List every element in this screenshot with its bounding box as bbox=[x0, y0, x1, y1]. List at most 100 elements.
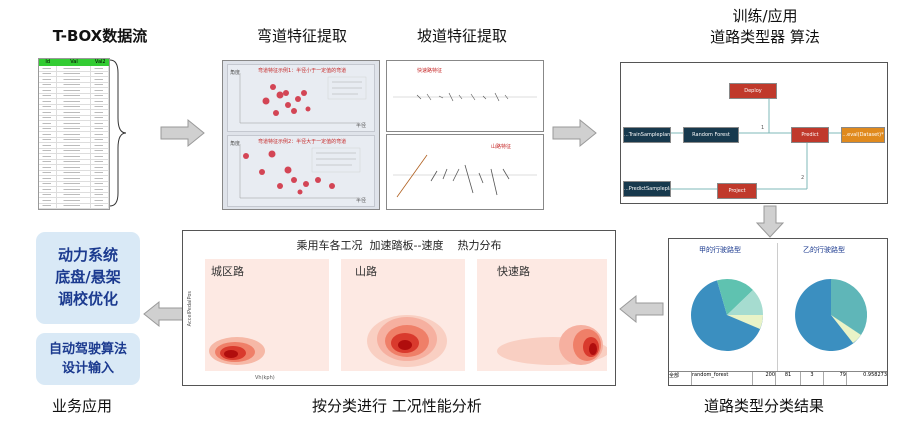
curve-top-plot: 弯道特征示例1：半径小于一定值的弯道 角度 半径 bbox=[227, 64, 375, 132]
node-project-label: Project bbox=[728, 188, 746, 194]
node-deploy[interactable]: Deploy bbox=[729, 83, 777, 99]
tbox-table-row bbox=[39, 77, 109, 83]
tbox-table-row bbox=[39, 209, 109, 210]
tbox-table-row bbox=[39, 148, 109, 154]
tbox-table-row bbox=[39, 71, 109, 77]
result-footer-cell: random_forest bbox=[692, 372, 753, 385]
curve-bottom-scatter bbox=[239, 144, 361, 199]
node-project[interactable]: Project bbox=[717, 183, 757, 199]
slope-top-label: 快速路特征 bbox=[417, 68, 443, 74]
result-footer-cell: 81 bbox=[776, 372, 801, 385]
slope-top-plot bbox=[393, 92, 537, 102]
slope-bottom-panel: 山路特征 bbox=[386, 134, 544, 210]
node-train-source-label: ...TrainSampleplan)* bbox=[624, 132, 670, 138]
app-box1-line1: 动力系统 bbox=[57, 246, 118, 264]
curve-title: 弯道特征提取 bbox=[256, 27, 347, 45]
node-predict-source[interactable]: ...PredictSampleplan)* bbox=[623, 181, 671, 197]
curve-feature-panel: 弯道特征示例1：半径小于一定值的弯道 角度 半径 弯道特征示例2：半径大于一定值… bbox=[222, 60, 380, 210]
node-train-source[interactable]: ...TrainSampleplan)* bbox=[623, 127, 671, 143]
arrow-right-icon bbox=[160, 118, 205, 148]
result-divider bbox=[777, 243, 778, 371]
heatmap-y-label: AccelPedalPos bbox=[187, 291, 193, 327]
slope-bottom-plot bbox=[393, 154, 537, 198]
tbox-table-row bbox=[39, 187, 109, 193]
heatmap-mountain-blobs bbox=[367, 315, 447, 367]
tbox-table-row bbox=[39, 115, 109, 121]
app-box2-line1: 自动驾驶算法 bbox=[48, 342, 127, 357]
edge-label-1: 1 bbox=[761, 125, 765, 131]
edge-label-2: 2 bbox=[801, 175, 805, 181]
curve-bottom-y-label: 角度 bbox=[230, 141, 241, 147]
tbox-table-row bbox=[39, 132, 109, 138]
tbox-table-row bbox=[39, 159, 109, 165]
heatmap-expressway: 快速路 bbox=[477, 259, 609, 371]
tbox-table-header: Id Val Val2 bbox=[39, 59, 109, 66]
analysis-title: 乘用车各工况 加速踏板--速度 热力分布 bbox=[296, 239, 502, 252]
result-footer-cell: 200 bbox=[753, 372, 776, 385]
tbox-table: Id Val Val2 bbox=[38, 58, 110, 210]
app-box-powertrain: 动力系统 底盘/悬架 调校优化 bbox=[36, 232, 140, 324]
slope-top-panel: 快速路特征 bbox=[386, 60, 544, 132]
heatmap-city-blobs bbox=[209, 337, 265, 365]
curve-bottom-x-label: 半径 bbox=[356, 198, 367, 204]
result-left-title: 甲的行驶路型 bbox=[699, 246, 741, 254]
tbox-header-id: Id bbox=[45, 59, 51, 65]
curve-bottom-plot: 弯道特征示例2：半径大于一定值的弯道 角度 半径 bbox=[227, 135, 375, 207]
tbox-table-row bbox=[39, 82, 109, 88]
heatmap-mountain-label: 山路 bbox=[355, 265, 377, 278]
node-result[interactable]: ...eval(Dataset)* bbox=[841, 127, 885, 143]
node-predict-source-label: ...PredictSampleplan)* bbox=[624, 186, 670, 192]
pie-left bbox=[691, 278, 764, 351]
tbox-table-row bbox=[39, 88, 109, 94]
tbox-table-row bbox=[39, 137, 109, 143]
curve-top-y-label: 角度 bbox=[230, 70, 241, 76]
caption-app: 业务应用 bbox=[52, 397, 113, 415]
result-footer-cell: 0.958273 bbox=[863, 372, 887, 378]
result-right-title: 乙的行驶路型 bbox=[803, 246, 845, 254]
heatmap-city-label: 城区路 bbox=[211, 265, 244, 278]
tbox-table-row bbox=[39, 176, 109, 182]
curve-top-note: 弯道特征示例1：半径小于一定值的弯道 bbox=[258, 68, 347, 74]
curve-top-scatter bbox=[239, 73, 367, 124]
tbox-table-row bbox=[39, 203, 109, 209]
brace-icon bbox=[109, 59, 127, 207]
curve-bottom-note: 弯道特征示例2：半径大于一定值的弯道 bbox=[258, 139, 347, 145]
node-predict-label: Predict bbox=[801, 132, 819, 138]
node-deploy-label: Deploy bbox=[744, 88, 762, 94]
pie-right bbox=[795, 278, 868, 351]
arrow-left-icon bbox=[143, 300, 184, 328]
heatmap-expressway-label: 快速路 bbox=[497, 265, 530, 278]
app-box-autodrive: 自动驾驶算法 设计输入 bbox=[36, 333, 140, 385]
arrow-left-icon bbox=[619, 294, 664, 324]
tbox-table-row bbox=[39, 198, 109, 204]
tbox-table-body bbox=[39, 66, 109, 210]
tbox-table-row bbox=[39, 170, 109, 176]
tbox-table-row bbox=[39, 181, 109, 187]
app-box2-line2: 设计输入 bbox=[61, 361, 114, 376]
tbox-table-row bbox=[39, 121, 109, 127]
tbox-table-row bbox=[39, 165, 109, 171]
node-predict[interactable]: Predict bbox=[791, 127, 829, 143]
caption-result: 道路类型分类结果 bbox=[704, 397, 825, 415]
tbox-table-row bbox=[39, 110, 109, 116]
tbox-table-row bbox=[39, 104, 109, 110]
caption-analysis: 按分类进行 工况性能分析 bbox=[312, 397, 482, 415]
tbox-header-val2: Val2 bbox=[94, 59, 106, 65]
tbox-table-row bbox=[39, 126, 109, 132]
train-title-line1: 训练/应用 bbox=[732, 7, 798, 25]
result-footer-cell: 79 bbox=[824, 372, 847, 385]
heatmap-x-label: Vh(kph) bbox=[255, 375, 275, 381]
app-box1-line2: 底盘/悬架 bbox=[55, 268, 121, 286]
tbox-header-val: Val bbox=[70, 59, 78, 65]
result-footer-row: 全部 random_forest 200 81 3 79 0.958273 bbox=[669, 371, 887, 385]
tbox-table-row bbox=[39, 93, 109, 99]
tbox-table-row bbox=[39, 143, 109, 149]
node-random-forest[interactable]: Random Forest bbox=[683, 127, 739, 143]
tbox-table-row bbox=[39, 154, 109, 160]
heatmap-mountain: 山路 bbox=[341, 259, 465, 371]
workflow-panel: 1 2 Deploy ...TrainSampleplan)* Random F… bbox=[620, 62, 888, 204]
analysis-panel: 乘用车各工况 加速踏板--速度 热力分布 城区路 山路 快速路 Vh( bbox=[182, 230, 616, 386]
slope-title: 坡道特征提取 bbox=[416, 27, 507, 45]
arrow-right-icon bbox=[552, 118, 597, 148]
node-result-label: ...eval(Dataset)* bbox=[842, 132, 884, 138]
